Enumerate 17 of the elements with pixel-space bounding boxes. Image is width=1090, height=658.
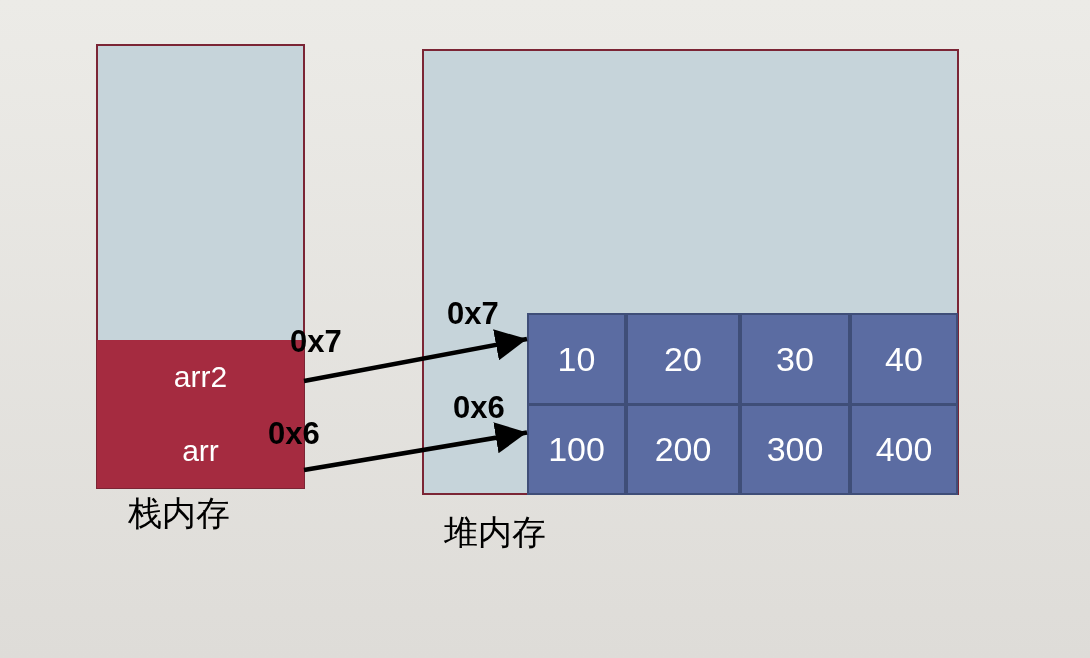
memory-box [422,49,959,495]
address-label: 0x7 [447,298,499,329]
array-row [527,313,958,405]
node-label: 栈内存 [128,496,230,530]
array-cell: 300 [740,404,850,495]
arrow [303,329,528,384]
array-cell: 10 [527,313,626,405]
arrow [303,422,528,473]
array-cell: 200 [626,404,740,495]
array-cell: 20 [626,313,740,405]
array-cell: 40 [850,313,958,405]
array-cell: 30 [740,313,850,405]
array-row [527,404,958,495]
node-label: 堆内存 [444,515,546,549]
array-cell: 400 [850,404,958,495]
array-cell: 100 [527,404,626,495]
address-label: 0x6 [453,392,505,423]
